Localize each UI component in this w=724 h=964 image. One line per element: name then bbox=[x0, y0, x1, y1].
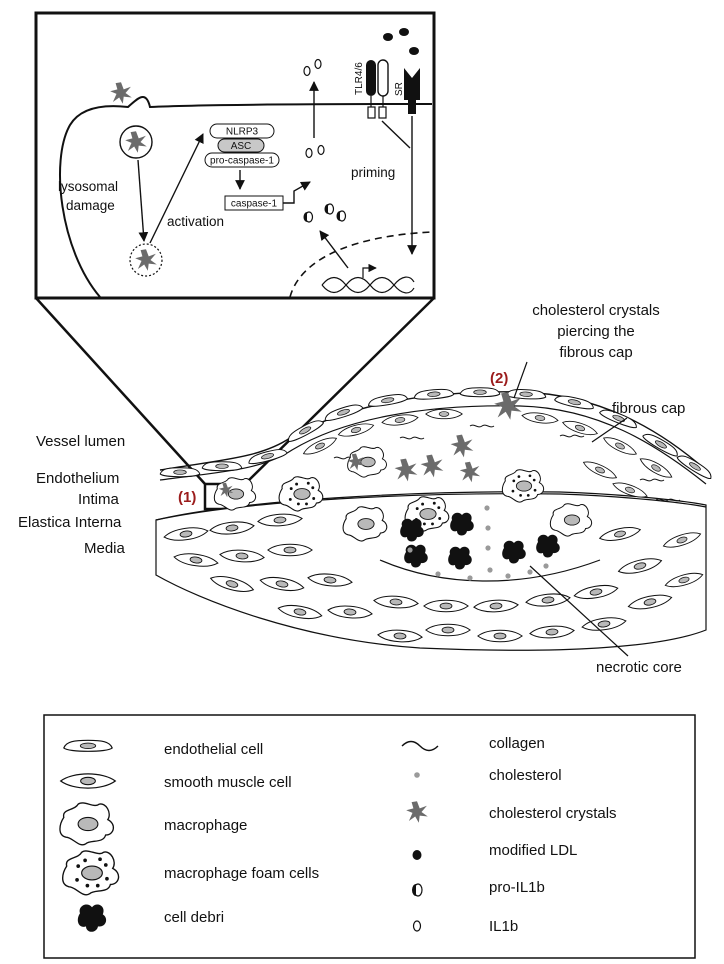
legend-label-foam-cells: macrophage foam cells bbox=[164, 865, 319, 882]
modified-ldl-icon bbox=[412, 850, 422, 860]
cholesterol-dot-icon bbox=[414, 772, 420, 778]
asc-label: ASC bbox=[231, 141, 252, 152]
legend-label-macrophage: macrophage bbox=[164, 817, 247, 834]
collagen-fibers bbox=[333, 424, 681, 502]
legend-label-pro-il1b: pro-IL1b bbox=[489, 879, 545, 896]
plaque-cholesterol-crystals bbox=[218, 392, 522, 498]
crystals-piercing-label-3: fibrous cap bbox=[559, 344, 632, 361]
legend-label-il1b: IL1b bbox=[489, 918, 518, 935]
scavenger-receptor bbox=[404, 68, 420, 114]
il1b-icon bbox=[412, 920, 422, 932]
cholesterol-dots bbox=[407, 505, 549, 581]
modified-ldl-cluster bbox=[383, 28, 419, 55]
cell-membrane bbox=[59, 96, 433, 298]
legend-label-cholesterol: cholesterol bbox=[489, 767, 562, 784]
endothelial-cell-icon bbox=[63, 739, 113, 752]
priming-label: priming bbox=[351, 165, 395, 180]
il1b-cluster bbox=[303, 58, 325, 159]
pro-il1b-icon bbox=[412, 883, 423, 897]
inset-panel: lysosomal damage activation NLRP3 ASC pr… bbox=[34, 11, 436, 300]
legend-label-modified-ldl: modified LDL bbox=[489, 842, 577, 859]
sr-label: SR bbox=[394, 82, 405, 96]
legend: endothelial cell smooth muscle cell macr… bbox=[43, 714, 696, 959]
media-label: Media bbox=[84, 540, 126, 557]
marker-1: (1) bbox=[178, 489, 196, 506]
legend-label-debris: cell debri bbox=[164, 909, 224, 926]
marker-2: (2) bbox=[490, 370, 508, 387]
nlrp3-box bbox=[209, 123, 275, 139]
legend-label-endothelial: endothelial cell bbox=[164, 741, 263, 758]
damage-label: damage bbox=[66, 198, 115, 213]
nucleus-envelope bbox=[289, 231, 433, 298]
fibrous-cap-label: fibrous cap bbox=[612, 400, 685, 417]
procaspase-box bbox=[204, 152, 280, 168]
caspase-label: caspase-1 bbox=[231, 199, 278, 210]
activation-label: activation bbox=[167, 214, 224, 229]
procaspase-label: pro-caspase-1 bbox=[210, 156, 274, 167]
dna-helix bbox=[321, 263, 415, 294]
crystals-piercing-label-1: cholesterol crystals bbox=[532, 302, 660, 319]
nlrp3-label: NLRP3 bbox=[226, 127, 259, 138]
elastica-interna-label: Elastica Interna bbox=[18, 514, 122, 531]
asc-box bbox=[217, 138, 265, 153]
endothelium-label: Endothelium bbox=[36, 470, 119, 487]
necrotic-core-label: necrotic core bbox=[596, 659, 682, 676]
collagen-icon bbox=[401, 740, 439, 752]
legend-label-collagen: collagen bbox=[489, 735, 545, 752]
lysosomal-label: lysosomal bbox=[58, 179, 118, 194]
legend-label-crystals: cholesterol crystals bbox=[489, 805, 617, 822]
intima-label: Intima bbox=[78, 491, 120, 508]
legend-label-smooth-muscle: smooth muscle cell bbox=[164, 774, 292, 791]
vessel-lumen-label: Vessel lumen bbox=[36, 433, 125, 450]
crystals-piercing-label-2: piercing the bbox=[557, 323, 635, 340]
tlr-receptor bbox=[366, 59, 389, 119]
tlr-label: TLR4/6 bbox=[354, 62, 365, 95]
pro-il1b-cluster bbox=[303, 203, 347, 223]
